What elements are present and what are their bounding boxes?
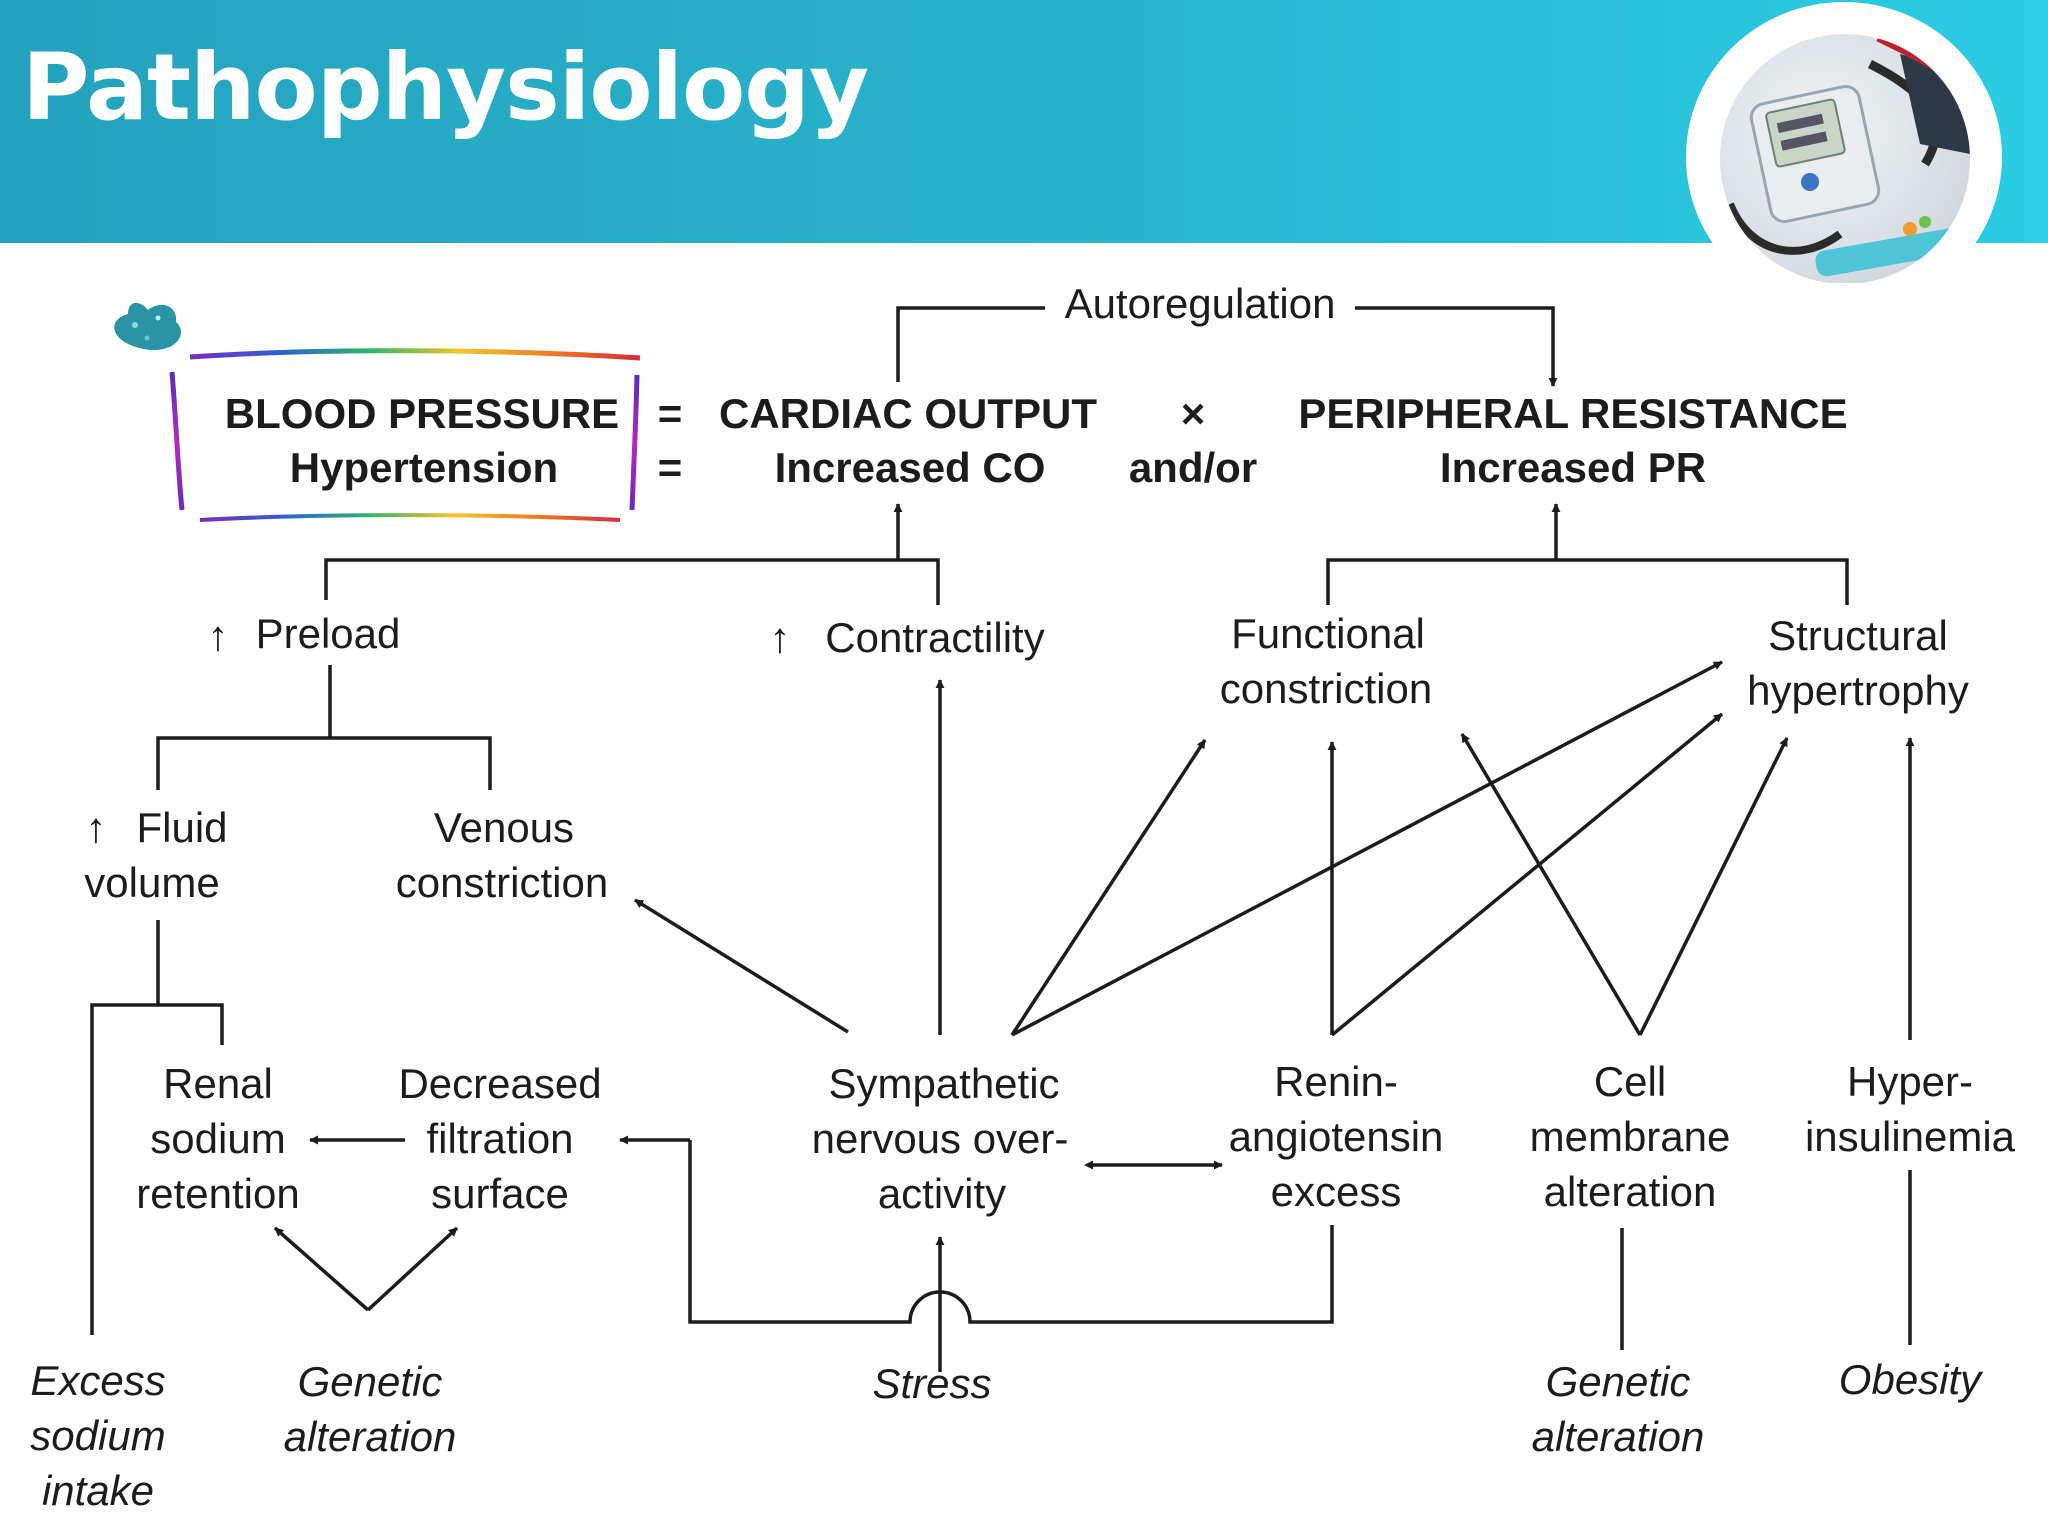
photo-mask [0, 283, 2048, 343]
highlight-right [629, 374, 640, 511]
arrow-cell-to-functional [1460, 733, 1642, 1036]
excess-line-3: intake [42, 1467, 154, 1514]
fluid-volume-line-1: Fluid [136, 804, 227, 851]
excess-line-2: sodium [30, 1412, 165, 1459]
genetic-left-line-2: alteration [284, 1413, 457, 1460]
highlight-bottom [199, 513, 621, 522]
preload-up-arrow: ↑ [208, 612, 229, 659]
functional-constriction-line-1: Functional [1231, 610, 1425, 657]
equals-sign-1: = [658, 390, 683, 437]
stress-bridge-line [688, 1140, 1334, 1324]
fluid-volume-line-2: volume [84, 859, 219, 906]
hyper-line-2: insulinemia [1805, 1113, 2016, 1160]
fluid-up-arrow: ↑ [86, 804, 107, 851]
contractility-up-arrow: ↑ [770, 614, 791, 661]
fluid-bracket [90, 1003, 224, 1335]
cell-line-1: Cell [1594, 1058, 1666, 1105]
cell-line-3: alteration [1544, 1168, 1717, 1215]
blood-pressure-monitor-photo [1686, 2, 2002, 312]
autoregulation-arrow-right [1355, 306, 1558, 387]
times-sign: × [1181, 390, 1206, 437]
contractility-label: Contractility [825, 614, 1044, 661]
arrow-renin-to-structural [1330, 712, 1724, 1037]
venous-constriction-line-1: Venous [434, 804, 574, 851]
autoregulation-line-left [896, 306, 1045, 382]
increased-pr-label: Increased PR [1440, 444, 1706, 491]
blood-pressure-label: BLOOD PRESSURE [225, 390, 619, 437]
highlight-left [169, 371, 185, 511]
sympathetic-line-2: nervous over- [812, 1115, 1069, 1162]
renin-line-1: Renin- [1274, 1058, 1398, 1105]
renal-line-2: sodium [150, 1115, 285, 1162]
preload-label: Preload [256, 610, 401, 657]
obesity-label: Obesity [1839, 1356, 1984, 1403]
arrow-sympathetic-to-structural-1 [1011, 660, 1723, 1037]
decreased-filtration-line-2: filtration [426, 1115, 573, 1162]
arrow-genetic-to-renal [273, 1226, 370, 1312]
highlight-top [189, 348, 641, 361]
autoregulation-label: Autoregulation [1065, 280, 1336, 327]
arrow-sympathetic-to-functional [1010, 739, 1207, 1036]
structural-hypertrophy-line-2: hypertrophy [1747, 667, 1969, 714]
hyper-line-1: Hyper- [1847, 1058, 1973, 1105]
decreased-filtration-line-1: Decreased [398, 1060, 601, 1107]
genetic-right-line-1: Genetic [1546, 1358, 1691, 1405]
stress-label: Stress [872, 1360, 991, 1407]
decreased-filtration-line-3: surface [431, 1170, 569, 1217]
equals-sign-2: = [658, 444, 683, 491]
genetic-left-line-1: Genetic [298, 1358, 443, 1405]
peripheral-resistance-label: PERIPHERAL RESISTANCE [1298, 390, 1847, 437]
pr-bracket [1326, 558, 1849, 605]
arrow-genetic-to-decreased [366, 1226, 459, 1312]
and-or-label: and/or [1129, 444, 1257, 491]
slide-title: Pathophysiology [22, 34, 869, 141]
increased-co-label: Increased CO [775, 444, 1046, 491]
arrow-sympathetic-to-venous [634, 898, 849, 1034]
venous-constriction-line-2: constriction [396, 859, 608, 906]
hypertension-label: Hypertension [290, 444, 558, 491]
renin-line-2: angiotensin [1229, 1113, 1444, 1160]
cardiac-output-label: CARDIAC OUTPUT [719, 390, 1097, 437]
preload-split-bracket [156, 736, 492, 790]
functional-constriction-line-2: constriction [1220, 665, 1432, 712]
rainbow-highlight-box [169, 348, 641, 522]
renal-line-3: retention [136, 1170, 299, 1217]
cell-line-2: membrane [1530, 1113, 1731, 1160]
genetic-right-line-2: alteration [1532, 1413, 1705, 1460]
renin-line-3: excess [1271, 1168, 1402, 1215]
glitter-heart-icon [114, 302, 181, 351]
excess-line-1: Excess [30, 1357, 165, 1404]
arrow-cell-to-structural [1638, 737, 1789, 1036]
co-bracket [324, 558, 940, 605]
structural-hypertrophy-line-1: Structural [1768, 612, 1948, 659]
sympathetic-line-3: activity [878, 1170, 1006, 1217]
renal-line-1: Renal [163, 1060, 273, 1107]
sympathetic-line-1: Sympathetic [828, 1060, 1059, 1107]
